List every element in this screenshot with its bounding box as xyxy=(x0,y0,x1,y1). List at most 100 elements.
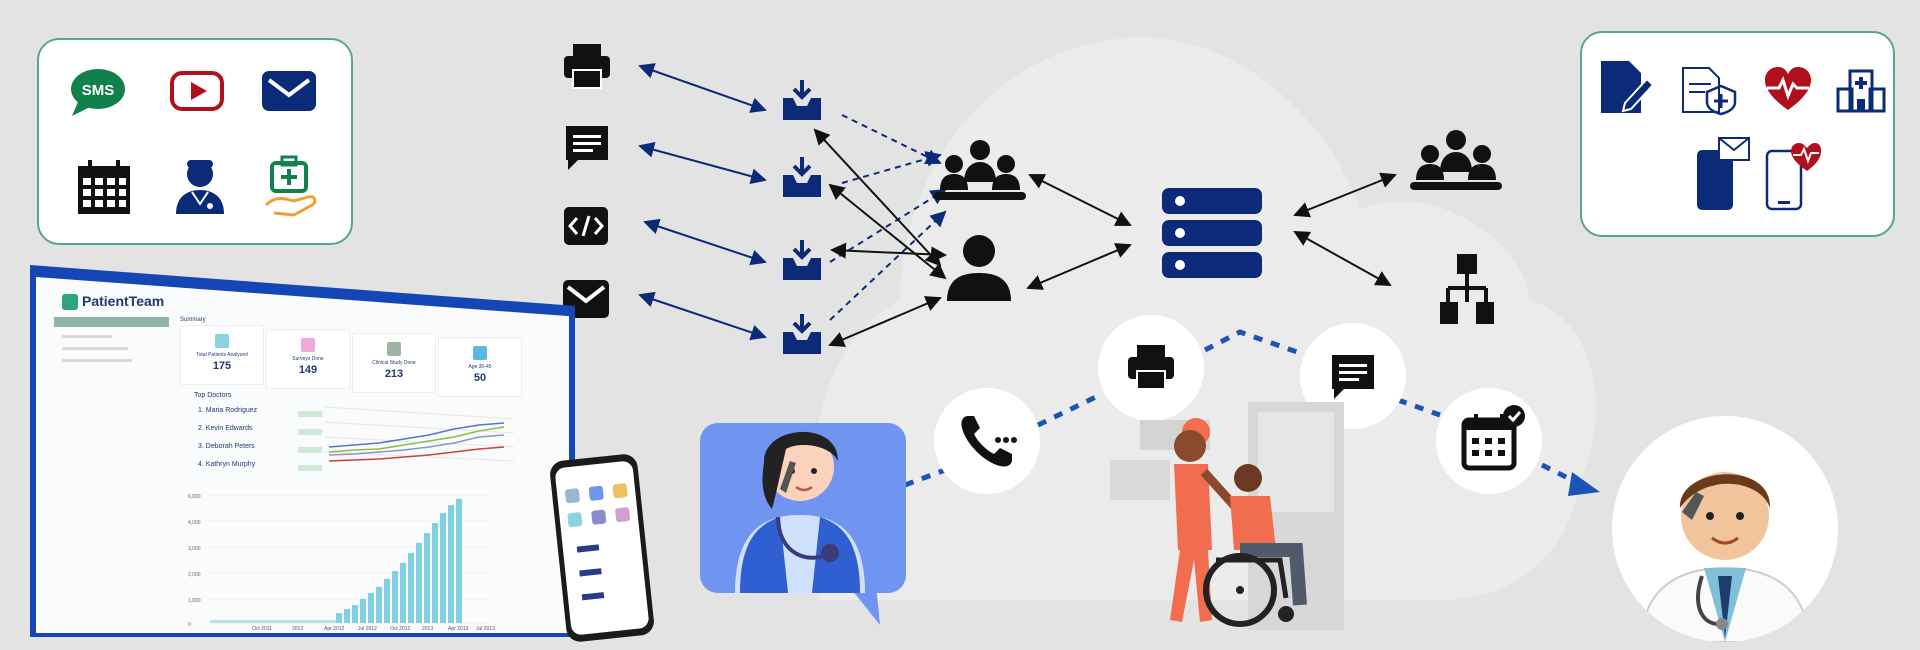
hospital-icon xyxy=(1836,69,1886,113)
inbox-tray-icon xyxy=(783,157,821,197)
printer-icon[interactable] xyxy=(1126,343,1176,391)
nurse-wheelchair-illustration xyxy=(1110,402,1344,630)
bar-chart-month: Jul 2012 xyxy=(358,626,377,632)
dashboard-logo-mark xyxy=(62,294,78,310)
phone-app-icon[interactable] xyxy=(564,488,581,504)
email-envelope-icon[interactable] xyxy=(261,70,317,112)
phone-mockup xyxy=(548,452,656,644)
doctor-score-badge xyxy=(298,447,322,453)
sms-label: SMS xyxy=(82,82,115,99)
surveys-stat-icon xyxy=(301,338,315,352)
bar-chart-month: Oct 2011 xyxy=(252,626,272,632)
mobile-heart-icon xyxy=(1765,143,1821,211)
mobile-message-icon xyxy=(1697,137,1750,210)
stat-value: 50 xyxy=(473,372,487,384)
dashboard-screen: PatientTeam Summary Total Patients Analy… xyxy=(36,277,569,633)
bar-chart-tick: 4,000 xyxy=(188,520,201,526)
calendar-icon xyxy=(78,160,130,214)
health-services-card xyxy=(1580,31,1895,237)
youtube-icon[interactable] xyxy=(169,70,225,112)
team-meeting-icon xyxy=(934,140,1026,200)
phone-app-icon[interactable] xyxy=(591,509,607,525)
user-icon xyxy=(947,235,1011,301)
printer-icon xyxy=(564,44,610,89)
phone-call-icon[interactable] xyxy=(958,412,1018,472)
channels-card: SMS xyxy=(37,38,353,245)
dashboard-stat-card: Age 30-45 50 xyxy=(438,337,522,397)
bar-chart-tick: 2,000 xyxy=(188,572,201,578)
sms-bubble-icon[interactable]: SMS xyxy=(70,68,126,118)
bar-chart-month: Apr 2013 xyxy=(448,626,469,632)
heart-pulse-icon xyxy=(1765,67,1811,110)
bar-chart-tick: 6,000 xyxy=(188,494,201,500)
inbox-tray-icon xyxy=(783,80,821,120)
dashboard-bar-chart: 6,000 4,000 3,000 2,000 1,000 0 xyxy=(188,494,486,628)
document-edit-icon xyxy=(1601,61,1655,113)
message-icon xyxy=(566,126,608,170)
phone-app-icon[interactable] xyxy=(588,485,604,501)
dashboard-sidebar-header[interactable] xyxy=(54,317,169,327)
phone-screen xyxy=(554,460,650,636)
stat-label: Age 30-45 xyxy=(468,364,492,370)
inbox-tray-icon xyxy=(783,314,821,354)
calendar-circle xyxy=(1436,388,1542,494)
dashboard-sidebar-line xyxy=(62,335,112,338)
doctor-list-item[interactable]: 4. Kathryn Murphy xyxy=(198,461,256,468)
stat-value: 175 xyxy=(212,360,232,372)
phone-app-icon[interactable] xyxy=(612,483,628,499)
phone-list-button[interactable] xyxy=(579,568,602,577)
doctor-on-phone-illustration xyxy=(1640,472,1810,642)
bar-chart-month: Jul 2013 xyxy=(476,626,495,632)
doctor-on-phone-circle xyxy=(1612,416,1838,642)
dashboard-summary-label: Summary xyxy=(180,317,206,323)
doctor-icon xyxy=(176,160,224,214)
phone-call-circle xyxy=(934,388,1040,494)
dashboard-brand-name: PatientTeam xyxy=(82,293,165,309)
bar-chart-month: Oct 2012 xyxy=(390,626,411,632)
doctor-list-item[interactable]: 2. Kevin Edwards xyxy=(198,425,253,432)
calendar-check-icon[interactable] xyxy=(1458,398,1528,474)
bar-chart-tick: 3,000 xyxy=(188,546,201,552)
health-insurance-doc-icon xyxy=(1682,67,1737,116)
nurse-on-phone-illustration xyxy=(700,423,906,625)
doctor-score-badge xyxy=(298,411,322,417)
stat-label: Clinical Study Done xyxy=(372,360,416,366)
phone-app-icon[interactable] xyxy=(567,511,583,528)
doctor-list-item[interactable]: 3. Deborah Peters xyxy=(198,443,255,450)
stat-label: Total Patients Analyzed xyxy=(196,352,248,358)
phone-app-icon[interactable] xyxy=(614,506,631,523)
dashboard-sidebar-line xyxy=(62,347,128,350)
stat-label: Surveys Done xyxy=(292,356,324,362)
patients-stat-icon xyxy=(215,334,229,348)
bar-chart-month: 2012 xyxy=(292,626,304,632)
org-chart-icon xyxy=(1440,254,1494,324)
doctor-score-badge xyxy=(298,429,322,435)
dashboard-stat-card: Surveys Done 149 xyxy=(266,329,350,389)
team-icon xyxy=(1410,130,1502,190)
dashboard-sidebar-line xyxy=(62,359,132,362)
phone-list-button[interactable] xyxy=(576,544,600,553)
doctor-list-item[interactable]: 1. Maria Rodriguez xyxy=(198,407,258,414)
bar-chart-month: Apr 2012 xyxy=(324,626,345,632)
doctor-score-badge xyxy=(298,465,322,471)
top-doctors-label: Top Doctors xyxy=(194,392,232,399)
bar-chart-tick: 0 xyxy=(188,622,191,628)
dashboard-stat-card: Clinical Study Done 213 xyxy=(352,333,436,393)
dashboard-line-chart xyxy=(324,406,514,462)
bar-chart-month: 2013 xyxy=(422,626,434,632)
age-stat-icon xyxy=(473,346,487,360)
medical-kit-hand-icon xyxy=(264,155,317,217)
dashboard-stat-card: Total Patients Analyzed 175 xyxy=(180,325,264,385)
print-circle xyxy=(1098,315,1204,421)
bar-chart-tick: 1,000 xyxy=(188,598,201,604)
phone-list-button[interactable] xyxy=(581,592,605,601)
clinical-stat-icon xyxy=(387,342,401,356)
stat-value: 213 xyxy=(384,368,404,380)
inbox-tray-icon xyxy=(783,240,821,280)
message-icon[interactable] xyxy=(1330,353,1376,401)
server-stack-icon xyxy=(1162,188,1262,278)
dashboard-preview: PatientTeam Summary Total Patients Analy… xyxy=(30,265,575,637)
code-icon xyxy=(564,207,608,245)
stat-value: 149 xyxy=(298,364,318,376)
